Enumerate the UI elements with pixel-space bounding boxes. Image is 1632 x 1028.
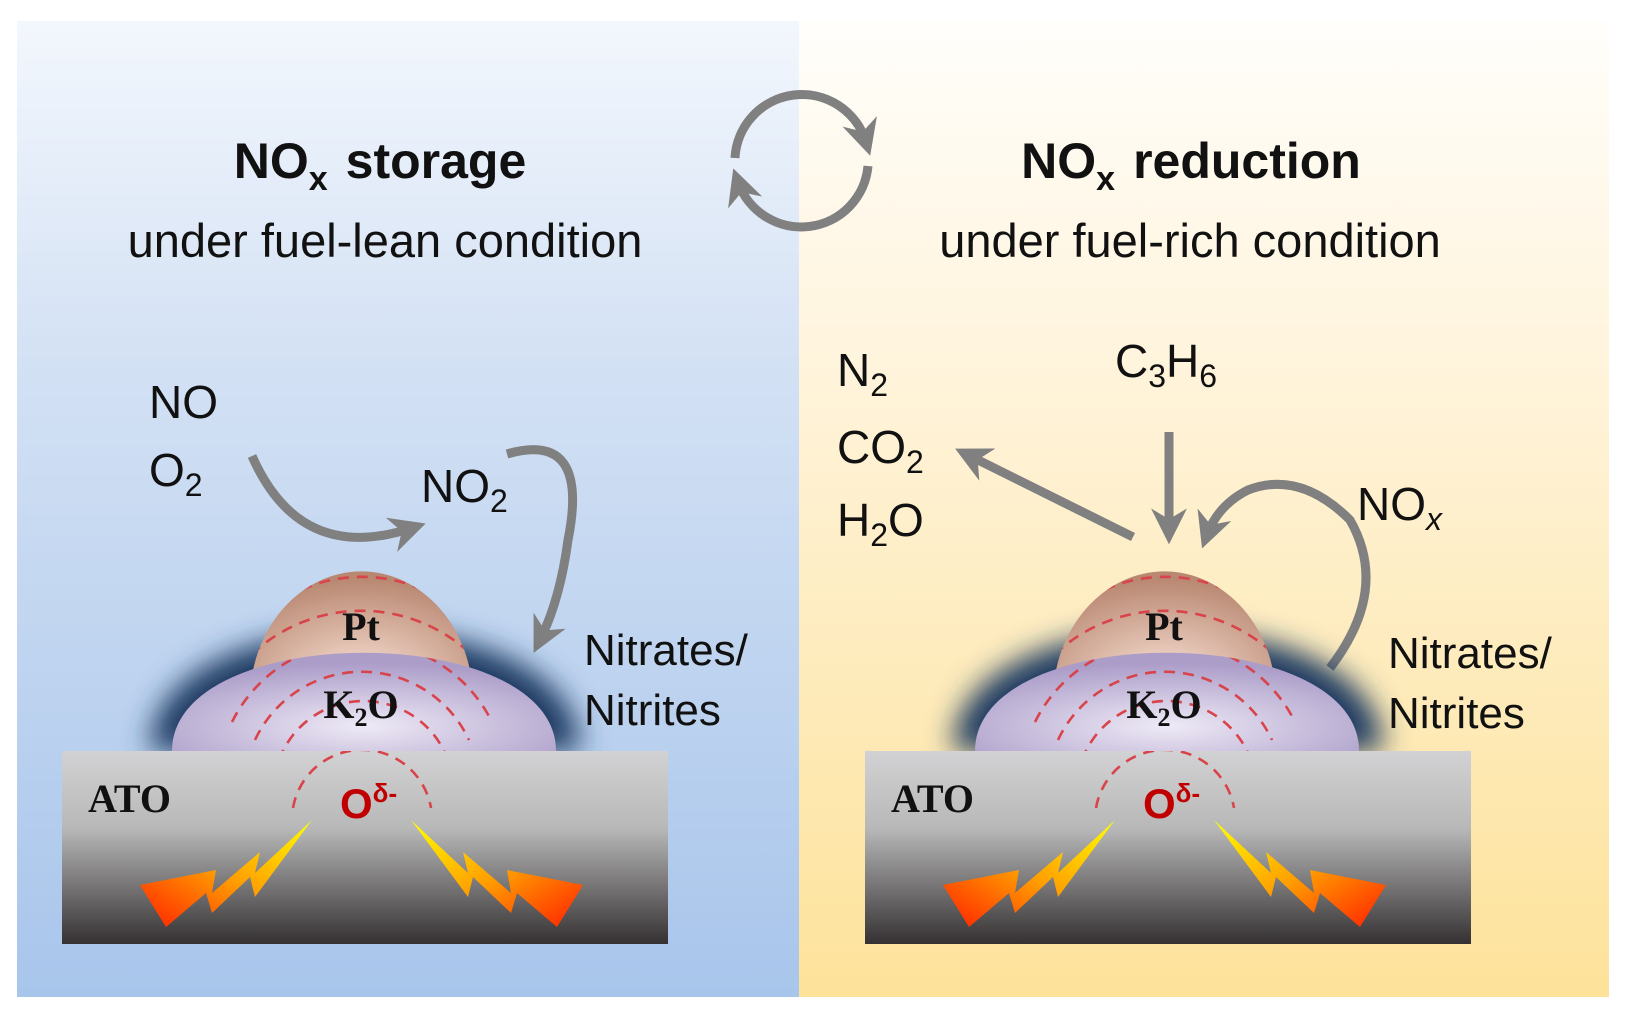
storage-arrow <box>505 445 578 653</box>
support-label: ATO <box>88 776 171 821</box>
product-no2: NO2 <box>421 460 508 519</box>
oxidation-arrow <box>247 454 426 552</box>
stored-species-label: Nitrates/Nitrites <box>584 626 749 735</box>
support-label: ATO <box>891 776 974 821</box>
reductant-c3h6: C3H6 <box>1115 335 1217 394</box>
product-n2: N2 <box>837 344 888 403</box>
product-arrow <box>955 448 1136 542</box>
storage-label: K2O <box>1126 682 1201 732</box>
storage-subtitle: under fuel-lean condition <box>128 214 643 267</box>
metal-label: Pt <box>1145 604 1183 649</box>
released-nox: NOx <box>1357 478 1443 537</box>
reactant-o2: O2 <box>149 444 203 503</box>
release-arrow <box>1197 479 1371 671</box>
reactant-no: NO <box>149 376 218 428</box>
cycle-arrows-icon <box>728 90 877 232</box>
storage-label: K2O <box>323 682 398 732</box>
oxygen-label: Oδ- <box>340 778 397 827</box>
stored-species-label: Nitrates/Nitrites <box>1388 629 1553 738</box>
reduction-subtitle: under fuel-rich condition <box>939 214 1441 267</box>
product-h2o: H2O <box>837 494 924 553</box>
oxygen-label: Oδ- <box>1143 778 1200 827</box>
metal-label: Pt <box>342 604 380 649</box>
product-co2: CO2 <box>837 421 924 480</box>
